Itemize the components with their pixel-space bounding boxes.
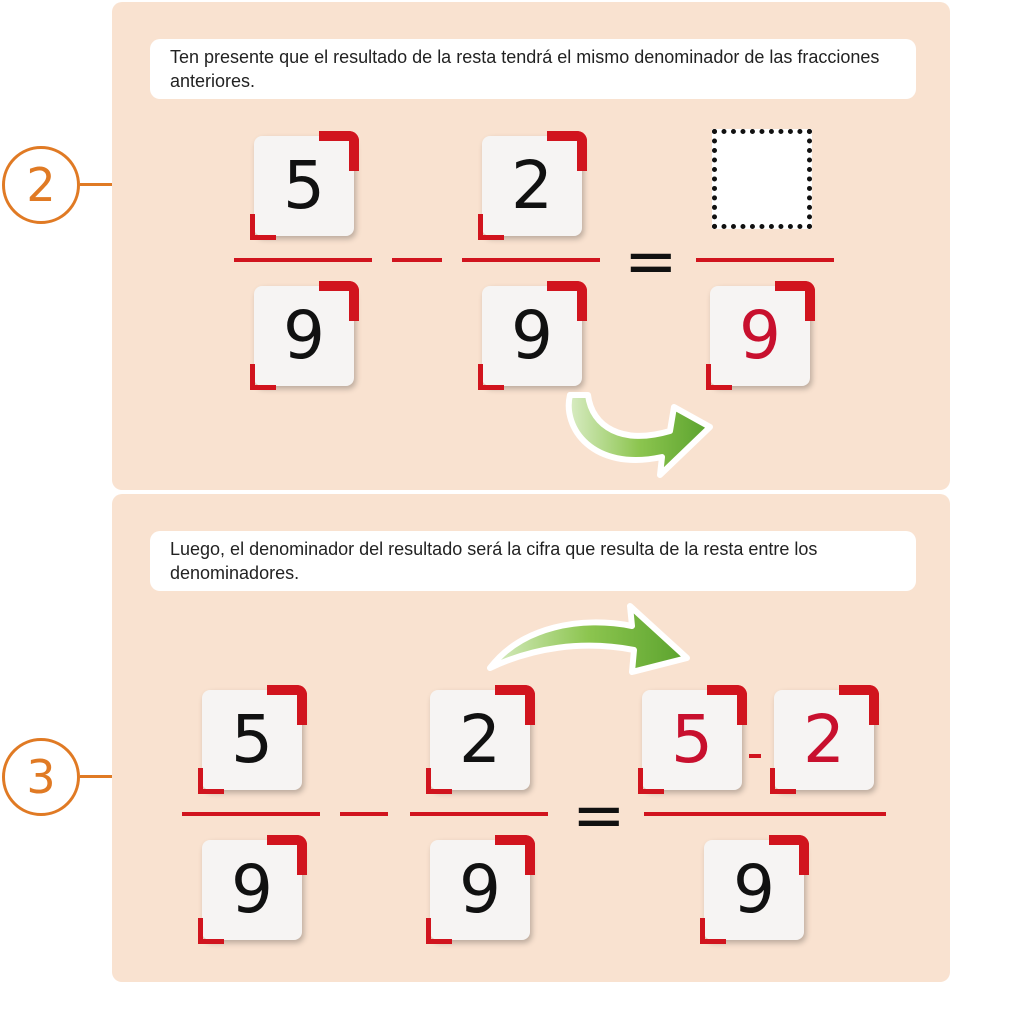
result-numerator-left-card: 5 bbox=[638, 685, 747, 794]
equals-sign: = bbox=[572, 779, 626, 853]
curved-arrow-icon bbox=[487, 603, 690, 675]
fraction2-bar bbox=[462, 258, 600, 262]
step-3-panel: Luego, el denominador del resultado será… bbox=[112, 494, 950, 982]
fraction1-denominator-card: 9 bbox=[198, 835, 307, 944]
equals-sign: = bbox=[624, 225, 678, 299]
fraction1-denominator-card: 9 bbox=[250, 281, 359, 390]
minus-sign bbox=[340, 812, 388, 816]
fraction1-bar bbox=[182, 812, 320, 816]
fraction2-denominator-card: 9 bbox=[478, 281, 587, 390]
minus-sign bbox=[392, 258, 442, 262]
result-bar bbox=[696, 258, 834, 262]
step-connector-3 bbox=[80, 775, 114, 778]
step-3-note: Luego, el denominador del resultado será… bbox=[150, 531, 916, 591]
result-minus-sign bbox=[749, 754, 761, 758]
curved-arrow-icon bbox=[565, 392, 713, 478]
step-number-2: 2 bbox=[2, 146, 80, 224]
result-numerator-right-card: 2 bbox=[770, 685, 879, 794]
result-denominator-card: 9 bbox=[706, 281, 815, 390]
fraction2-numerator-card: 2 bbox=[478, 131, 587, 240]
step-connector-2 bbox=[80, 183, 114, 186]
step-number-3: 3 bbox=[2, 738, 80, 816]
result-bar bbox=[644, 812, 886, 816]
fraction1-numerator-card: 5 bbox=[198, 685, 307, 794]
step-2-panel: Ten presente que el resultado de la rest… bbox=[112, 2, 950, 490]
fraction1-bar bbox=[234, 258, 372, 262]
fraction2-bar bbox=[410, 812, 548, 816]
result-numerator-placeholder bbox=[712, 129, 812, 229]
fraction2-numerator-card: 2 bbox=[426, 685, 535, 794]
fraction2-denominator-card: 9 bbox=[426, 835, 535, 944]
result-denominator-card: 9 bbox=[700, 835, 809, 944]
step-2-note: Ten presente que el resultado de la rest… bbox=[150, 39, 916, 99]
fraction1-numerator-card: 5 bbox=[250, 131, 359, 240]
